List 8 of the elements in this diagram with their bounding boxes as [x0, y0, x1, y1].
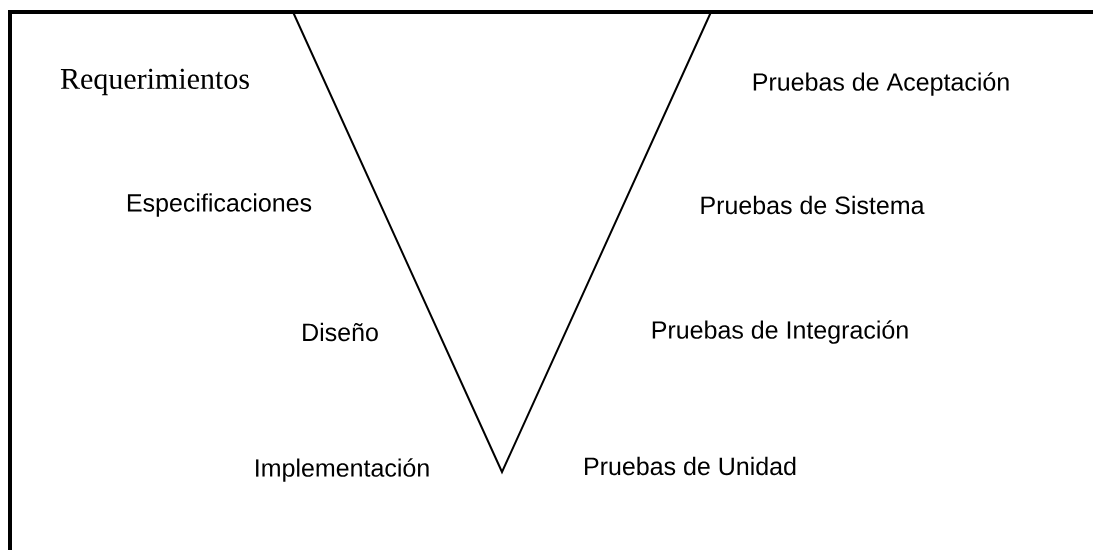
- stage-label: Pruebas de Aceptación: [753, 72, 1009, 96]
- stage-label: Pruebas de Integración: [652, 320, 908, 344]
- stage-label: Pruebas de Sistema: [701, 195, 925, 215]
- stage-label: Requerimientos: [60, 68, 249, 96]
- stage-label: Implementación: [256, 458, 429, 482]
- stage-label: Especificaciones: [127, 193, 312, 217]
- stage-label: Pruebas de Unidad: [585, 456, 796, 476]
- stage-label: Diseño: [303, 322, 378, 342]
